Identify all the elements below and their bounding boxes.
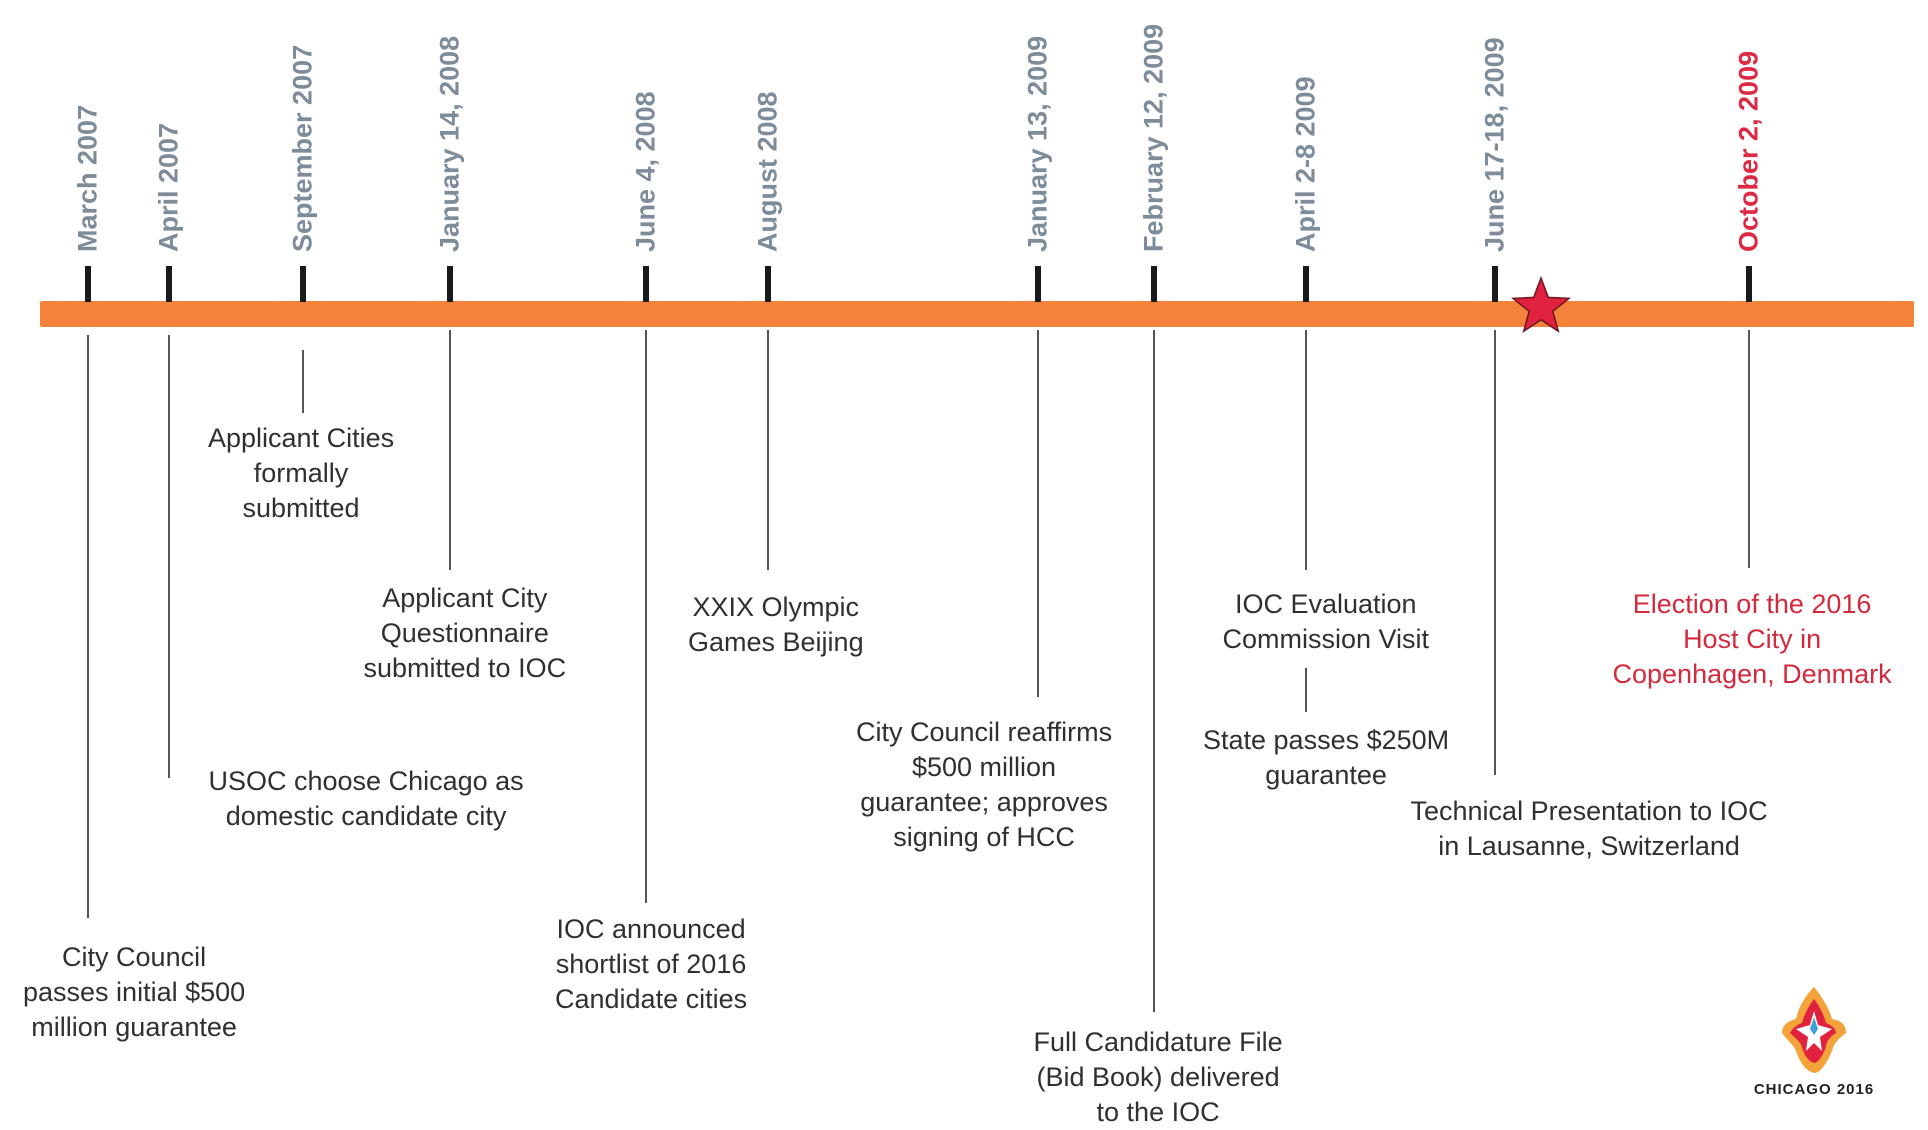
- event-date: March 2007: [72, 104, 103, 252]
- event-description: City Council reaffirms $500 million guaran…: [856, 715, 1112, 855]
- event-description-line: Full Candidature File: [1033, 1027, 1283, 1057]
- event-description-line: Games Beijing: [688, 627, 864, 657]
- logo-star-icon: [1782, 987, 1846, 1073]
- timeline-tick: [1035, 266, 1041, 302]
- event-description-line: XXIX Olympic: [692, 592, 860, 622]
- event-description: Technical Presentation to IOC in Lausanne…: [1411, 794, 1768, 864]
- event-description-line: domestic candidate city: [225, 801, 507, 831]
- event-date: October 2, 2009: [1733, 50, 1764, 252]
- sub-event-description-line: guarantee: [1265, 760, 1387, 790]
- event-description-line: IOC announced: [556, 914, 746, 944]
- event-description: USOC choose Chicago as domestic candidate…: [209, 764, 524, 834]
- event-description-line: submitted to IOC: [363, 653, 567, 683]
- event-date: April 2007: [153, 122, 184, 252]
- event-connector: [449, 330, 451, 570]
- event-connector: [1494, 330, 1496, 775]
- event-description-line: passes initial $500: [23, 977, 246, 1007]
- event-connector: [1748, 330, 1750, 568]
- logo-text: CHICAGO 2016: [1753, 1081, 1875, 1098]
- event-date: February 12, 2009: [1138, 23, 1169, 252]
- event-description-line: City Council: [62, 942, 207, 972]
- event-description-line: submitted: [242, 493, 360, 523]
- timeline-tick: [765, 266, 771, 302]
- event-connector: [645, 330, 647, 903]
- event-connector: [168, 335, 170, 778]
- event-description-line: Applicant Cities: [208, 423, 395, 453]
- timeline-tick: [1492, 266, 1498, 302]
- timeline-tick: [1746, 266, 1752, 302]
- event-connector: [767, 330, 769, 570]
- timeline-tick: [643, 266, 649, 302]
- sub-event-description-line: State passes $250M: [1203, 725, 1450, 755]
- timeline-tick: [447, 266, 453, 302]
- event-connector: [1153, 330, 1155, 1012]
- event-description-line: to the IOC: [1096, 1097, 1220, 1127]
- timeline-tick: [1151, 266, 1157, 302]
- event-description-line: Election of the 2016: [1632, 589, 1872, 619]
- event-description: Full Candidature File (Bid Book) delivere…: [1034, 1025, 1283, 1130]
- event-connector: [302, 350, 304, 413]
- event-date: April 2-8 2009: [1290, 76, 1321, 252]
- event-description-line: City Council reaffirms: [856, 717, 1113, 747]
- timeline-tick: [85, 266, 91, 302]
- event-description: City Council passes initial $500 million g…: [23, 940, 245, 1045]
- event-description-line: guarantee; approves: [860, 787, 1108, 817]
- event-description-line: shortlist of 2016: [555, 949, 747, 979]
- event-date: January 14, 2008: [434, 35, 465, 252]
- event-date: January 13, 2009: [1022, 35, 1053, 252]
- sub-event-description: State passes $250M guarantee: [1203, 723, 1449, 793]
- event-connector: [1037, 330, 1039, 697]
- event-description-line: Applicant City: [382, 583, 548, 613]
- event-date: August 2008: [752, 91, 783, 252]
- event-description-line: Technical Presentation to IOC: [1410, 796, 1768, 826]
- timeline-tick: [1303, 266, 1309, 302]
- event-description-line: in Lausanne, Switzerland: [1438, 831, 1740, 861]
- event-date: June 17-18, 2009: [1479, 37, 1510, 252]
- event-description-line: IOC Evaluation: [1234, 589, 1417, 619]
- event-description-line: formally: [253, 458, 349, 488]
- event-connector: [87, 335, 89, 918]
- event-description-line: USOC choose Chicago as: [208, 766, 524, 796]
- event-description-line: Copenhagen, Denmark: [1612, 659, 1892, 689]
- timeline-tick: [166, 266, 172, 302]
- event-date: September 2007: [287, 44, 318, 252]
- chicago-2016-logo: CHICAGO 2016: [1734, 985, 1894, 1121]
- timeline-tick: [300, 266, 306, 302]
- event-connector: [1305, 330, 1307, 570]
- event-description-line: signing of HCC: [893, 822, 1075, 852]
- event-description-line: Candidate cities: [555, 984, 748, 1014]
- event-description-line: (Bid Book) delivered: [1036, 1062, 1280, 1092]
- event-description-line: Commission Visit: [1222, 624, 1430, 654]
- sub-event-connector: [1305, 668, 1307, 712]
- event-description: Applicant Cities formally submitted: [208, 421, 394, 526]
- event-description-line: million guarantee: [31, 1012, 237, 1042]
- event-date: June 4, 2008: [630, 91, 661, 252]
- event-description-line: Questionnaire: [380, 618, 549, 648]
- event-description-line: Host City in: [1683, 624, 1822, 654]
- timeline-bar: [40, 301, 1914, 327]
- star-icon: [1510, 275, 1572, 334]
- event-description-line: $500 million: [911, 752, 1057, 782]
